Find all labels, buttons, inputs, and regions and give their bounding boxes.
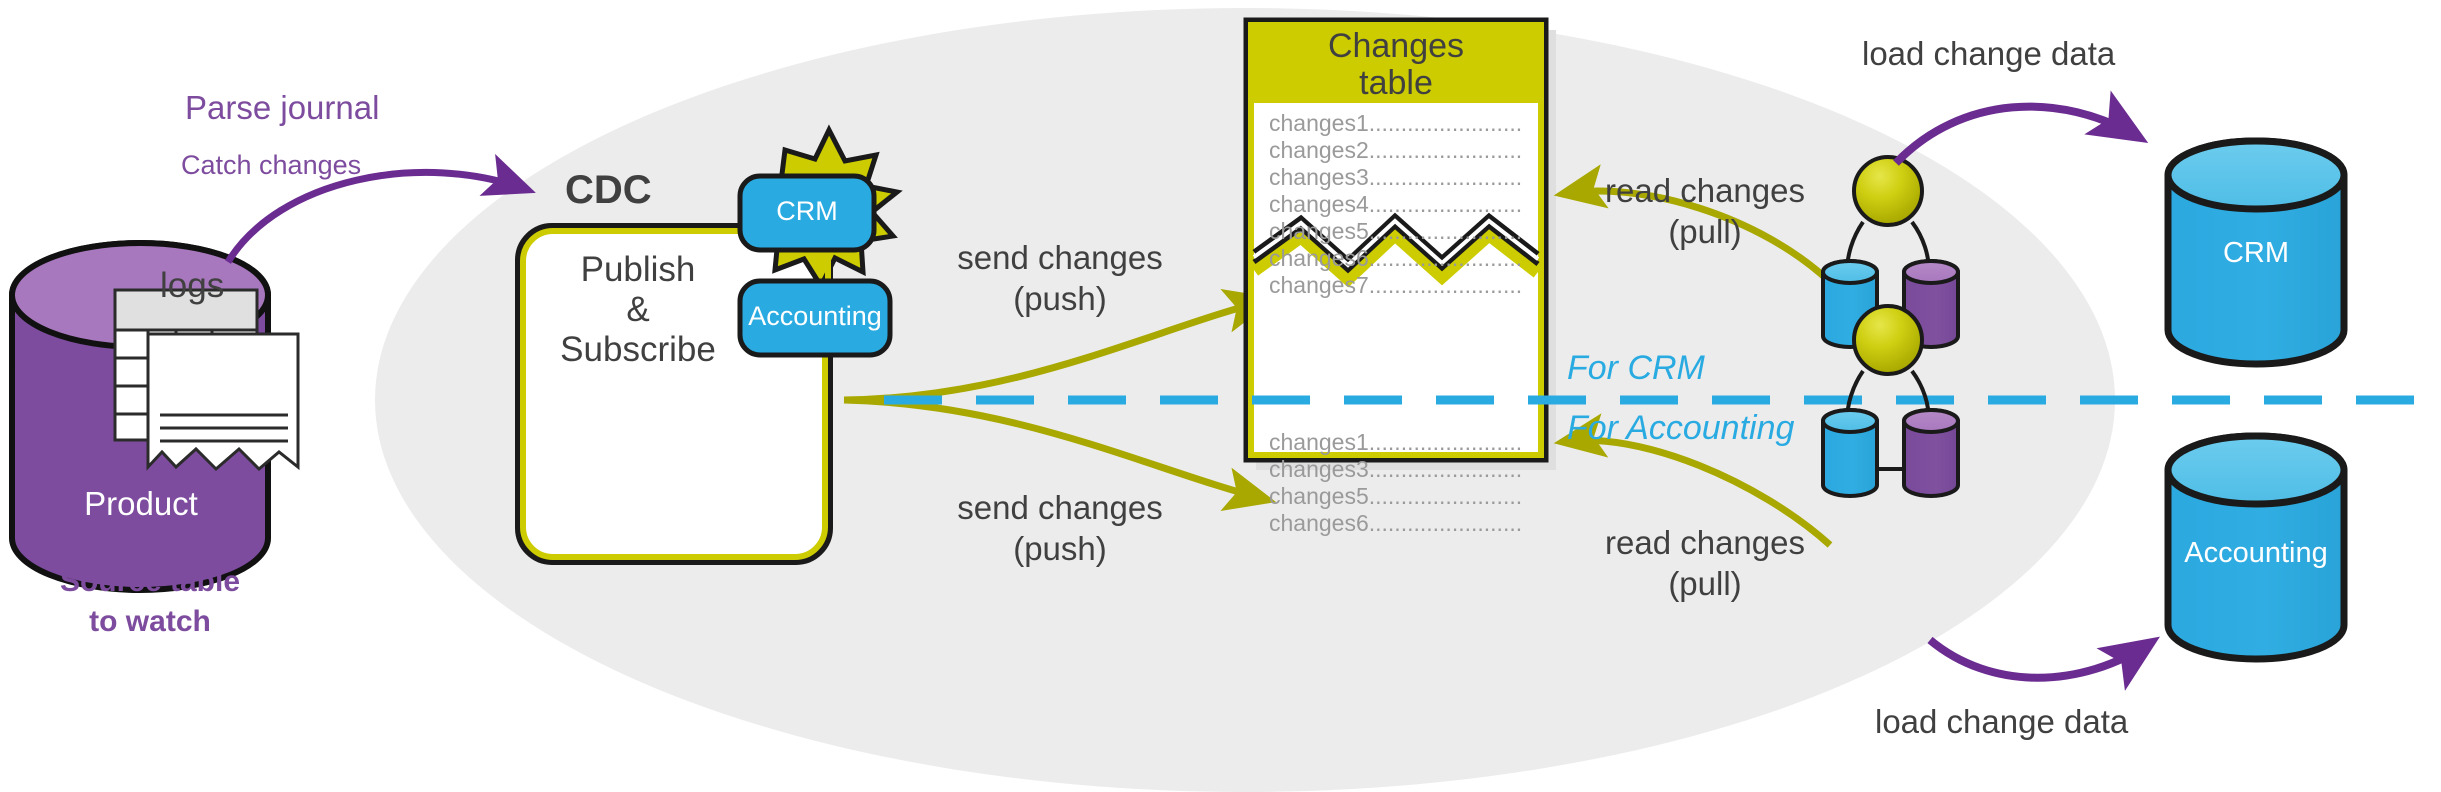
topic-pill-crm[interactable] [737,173,877,253]
changes-row: changes1........................ [1269,110,1523,136]
changes-row: changes3........................ [1269,456,1523,482]
topic-pill-accounting[interactable] [737,278,893,358]
read-changes-pull-arrow-top [1553,164,1833,285]
changes-row: changes7........................ [1269,272,1523,298]
accounting-target-label: Accounting [2184,537,2328,569]
changes-row: changes4........................ [1269,191,1523,217]
changes-row: changes3........................ [1269,164,1523,190]
load-change-data-label-bottom: load change data [1875,703,2129,740]
cdc-title: CDC [565,168,652,212]
changes-table-header-line-1: Changes [1327,27,1465,65]
read-changes-pull-top-line-2: (pull) [1668,213,1742,250]
catch-changes-arrow [225,153,536,264]
catch-changes-label: Catch changes [181,150,362,180]
send-changes-push-bottom-line-2: (push) [1013,530,1107,567]
load-change-data-arrow-top [1893,90,2149,166]
changes-table-panel [1243,17,1556,470]
send-changes-push-top-line-1: send changes [957,239,1163,276]
cdc-subtitle-line-1: Publish [580,250,696,289]
partition-label-for-crm: For CRM [1567,349,1705,387]
partition-label-for-accounting: For Accounting [1567,409,1795,447]
logs-label: logs [160,266,225,305]
source-caption-line-2: to watch [89,605,211,638]
etl-process-icon-bottom [1821,304,1960,498]
topic-label-crm: CRM [776,196,838,226]
changes-table-header-line-2: table [1359,64,1433,102]
changes-row: changes6........................ [1269,510,1523,536]
changes-row: changes6........................ [1269,245,1523,271]
changes-row: changes2........................ [1269,137,1523,163]
read-changes-pull-bottom-line-2: (pull) [1668,565,1742,602]
accounting-target-cylinder [2164,432,2348,663]
read-changes-pull-top-line-1: read changes [1605,172,1805,209]
send-changes-push-top-line-2: (push) [1013,280,1107,317]
source-caption-line-1: Source table [59,565,241,598]
send-changes-push-bottom-line-1: send changes [957,489,1163,526]
cdc-subtitle-line-2: & [626,290,650,329]
changes-row: changes5........................ [1269,483,1523,509]
load-change-data-arrow-bottom [1927,636,2160,691]
read-changes-pull-bottom-line-1: read changes [1605,524,1805,561]
load-change-data-label-top: load change data [1862,35,2116,72]
changes-row: changes1........................ [1269,429,1523,455]
topic-label-accounting: Accounting [748,301,882,331]
crm-target-label: CRM [2222,237,2290,269]
changes-row: changes5........................ [1269,218,1523,244]
crm-target-cylinder [2164,137,2348,368]
product-database-label: Product [84,485,198,522]
parse-journal-label: Parse journal [185,89,380,126]
send-changes-push-arrow-bottom [843,396,1277,512]
logs-document [146,332,300,472]
cdc-subtitle-line-3: Subscribe [560,330,716,369]
read-changes-pull-arrow-bottom [1553,413,1833,548]
